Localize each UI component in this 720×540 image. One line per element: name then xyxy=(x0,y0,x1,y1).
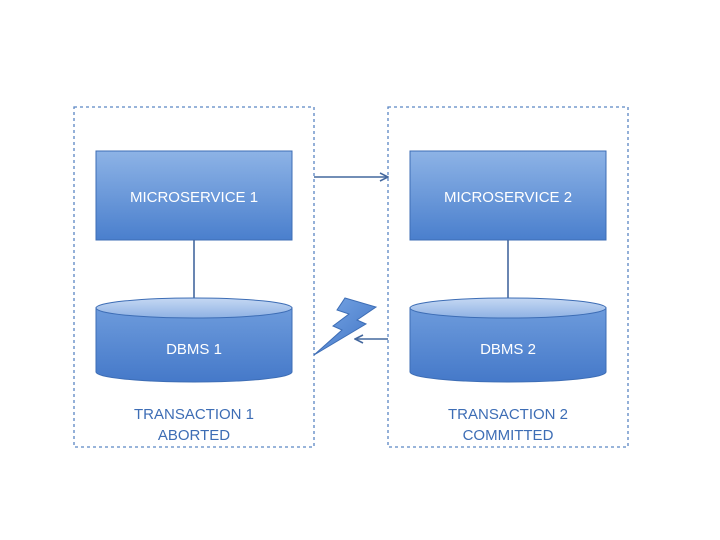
transaction-1-group: MICROSERVICE 1 DBMS 1 TRANSACTION 1 ABOR… xyxy=(73,106,315,448)
transaction-2-caption-line2: COMMITTED xyxy=(463,427,554,444)
dbms-2-label: DBMS 2 xyxy=(480,341,536,358)
microservice-2-box xyxy=(409,150,607,241)
transaction-1-caption-line1: TRANSACTION 1 xyxy=(134,406,254,423)
transaction-2-group: MICROSERVICE 2 DBMS 2 TRANSACTION 2 COMM… xyxy=(387,106,629,448)
microservice-2-label: MICROSERVICE 2 xyxy=(444,189,572,206)
lightning-bolt-icon xyxy=(313,297,378,356)
transaction-1-boundary xyxy=(73,106,315,448)
transaction-1-caption-line2: ABORTED xyxy=(158,427,230,444)
dbms-1-label: DBMS 1 xyxy=(166,341,222,358)
transaction-2-boundary xyxy=(387,106,629,448)
microservice-1-label: MICROSERVICE 1 xyxy=(130,189,258,206)
dbms-1-cylinder xyxy=(95,297,293,383)
transaction-2-caption-line1: TRANSACTION 2 xyxy=(448,406,568,423)
dbms-2-cylinder xyxy=(409,297,607,383)
